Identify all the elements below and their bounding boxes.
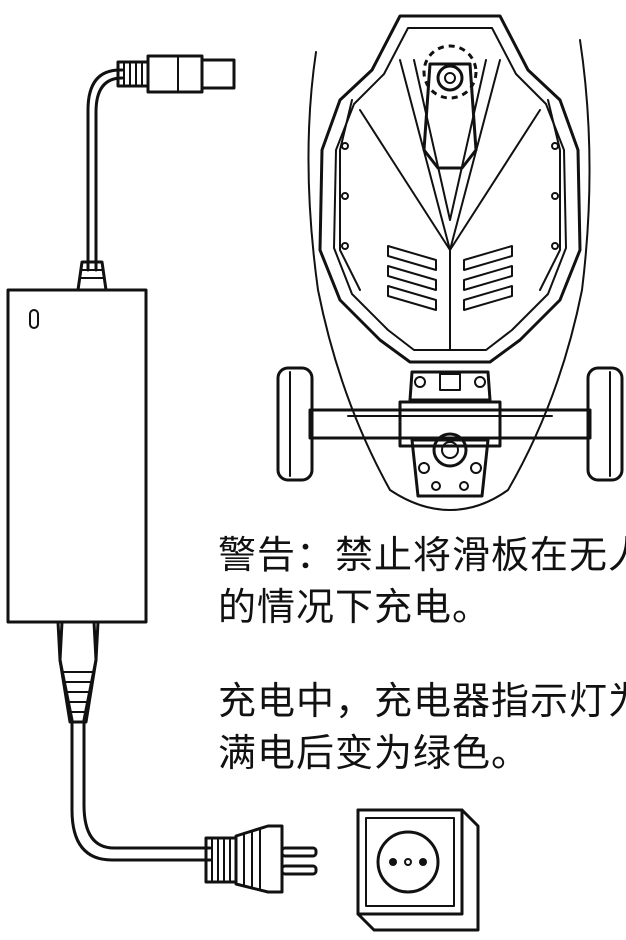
plug-icon xyxy=(204,824,318,894)
charging-note-line-2: 满电后变为绿色。 xyxy=(218,731,531,775)
dc-plug-icon xyxy=(116,54,236,94)
charger-icon xyxy=(6,288,148,624)
dc-cable xyxy=(86,68,124,272)
skateboard-icon xyxy=(276,14,624,511)
strain-relief-top xyxy=(76,260,108,292)
ac-cable xyxy=(58,620,212,862)
strain-relief-bottom xyxy=(56,620,100,724)
charging-note-line-1: 充电中，充电器指示灯为 xyxy=(218,679,626,723)
grip-stripes-right xyxy=(463,245,513,311)
charger-indicator-led xyxy=(29,309,39,329)
wall-socket-icon xyxy=(356,808,480,932)
warning-line-2: 的情况下充电。 xyxy=(218,585,492,629)
warning-line-1: 警告：禁止将滑板在无人 xyxy=(218,533,626,577)
charge-port-highlight xyxy=(422,44,478,100)
grip-stripes-left xyxy=(387,245,437,311)
